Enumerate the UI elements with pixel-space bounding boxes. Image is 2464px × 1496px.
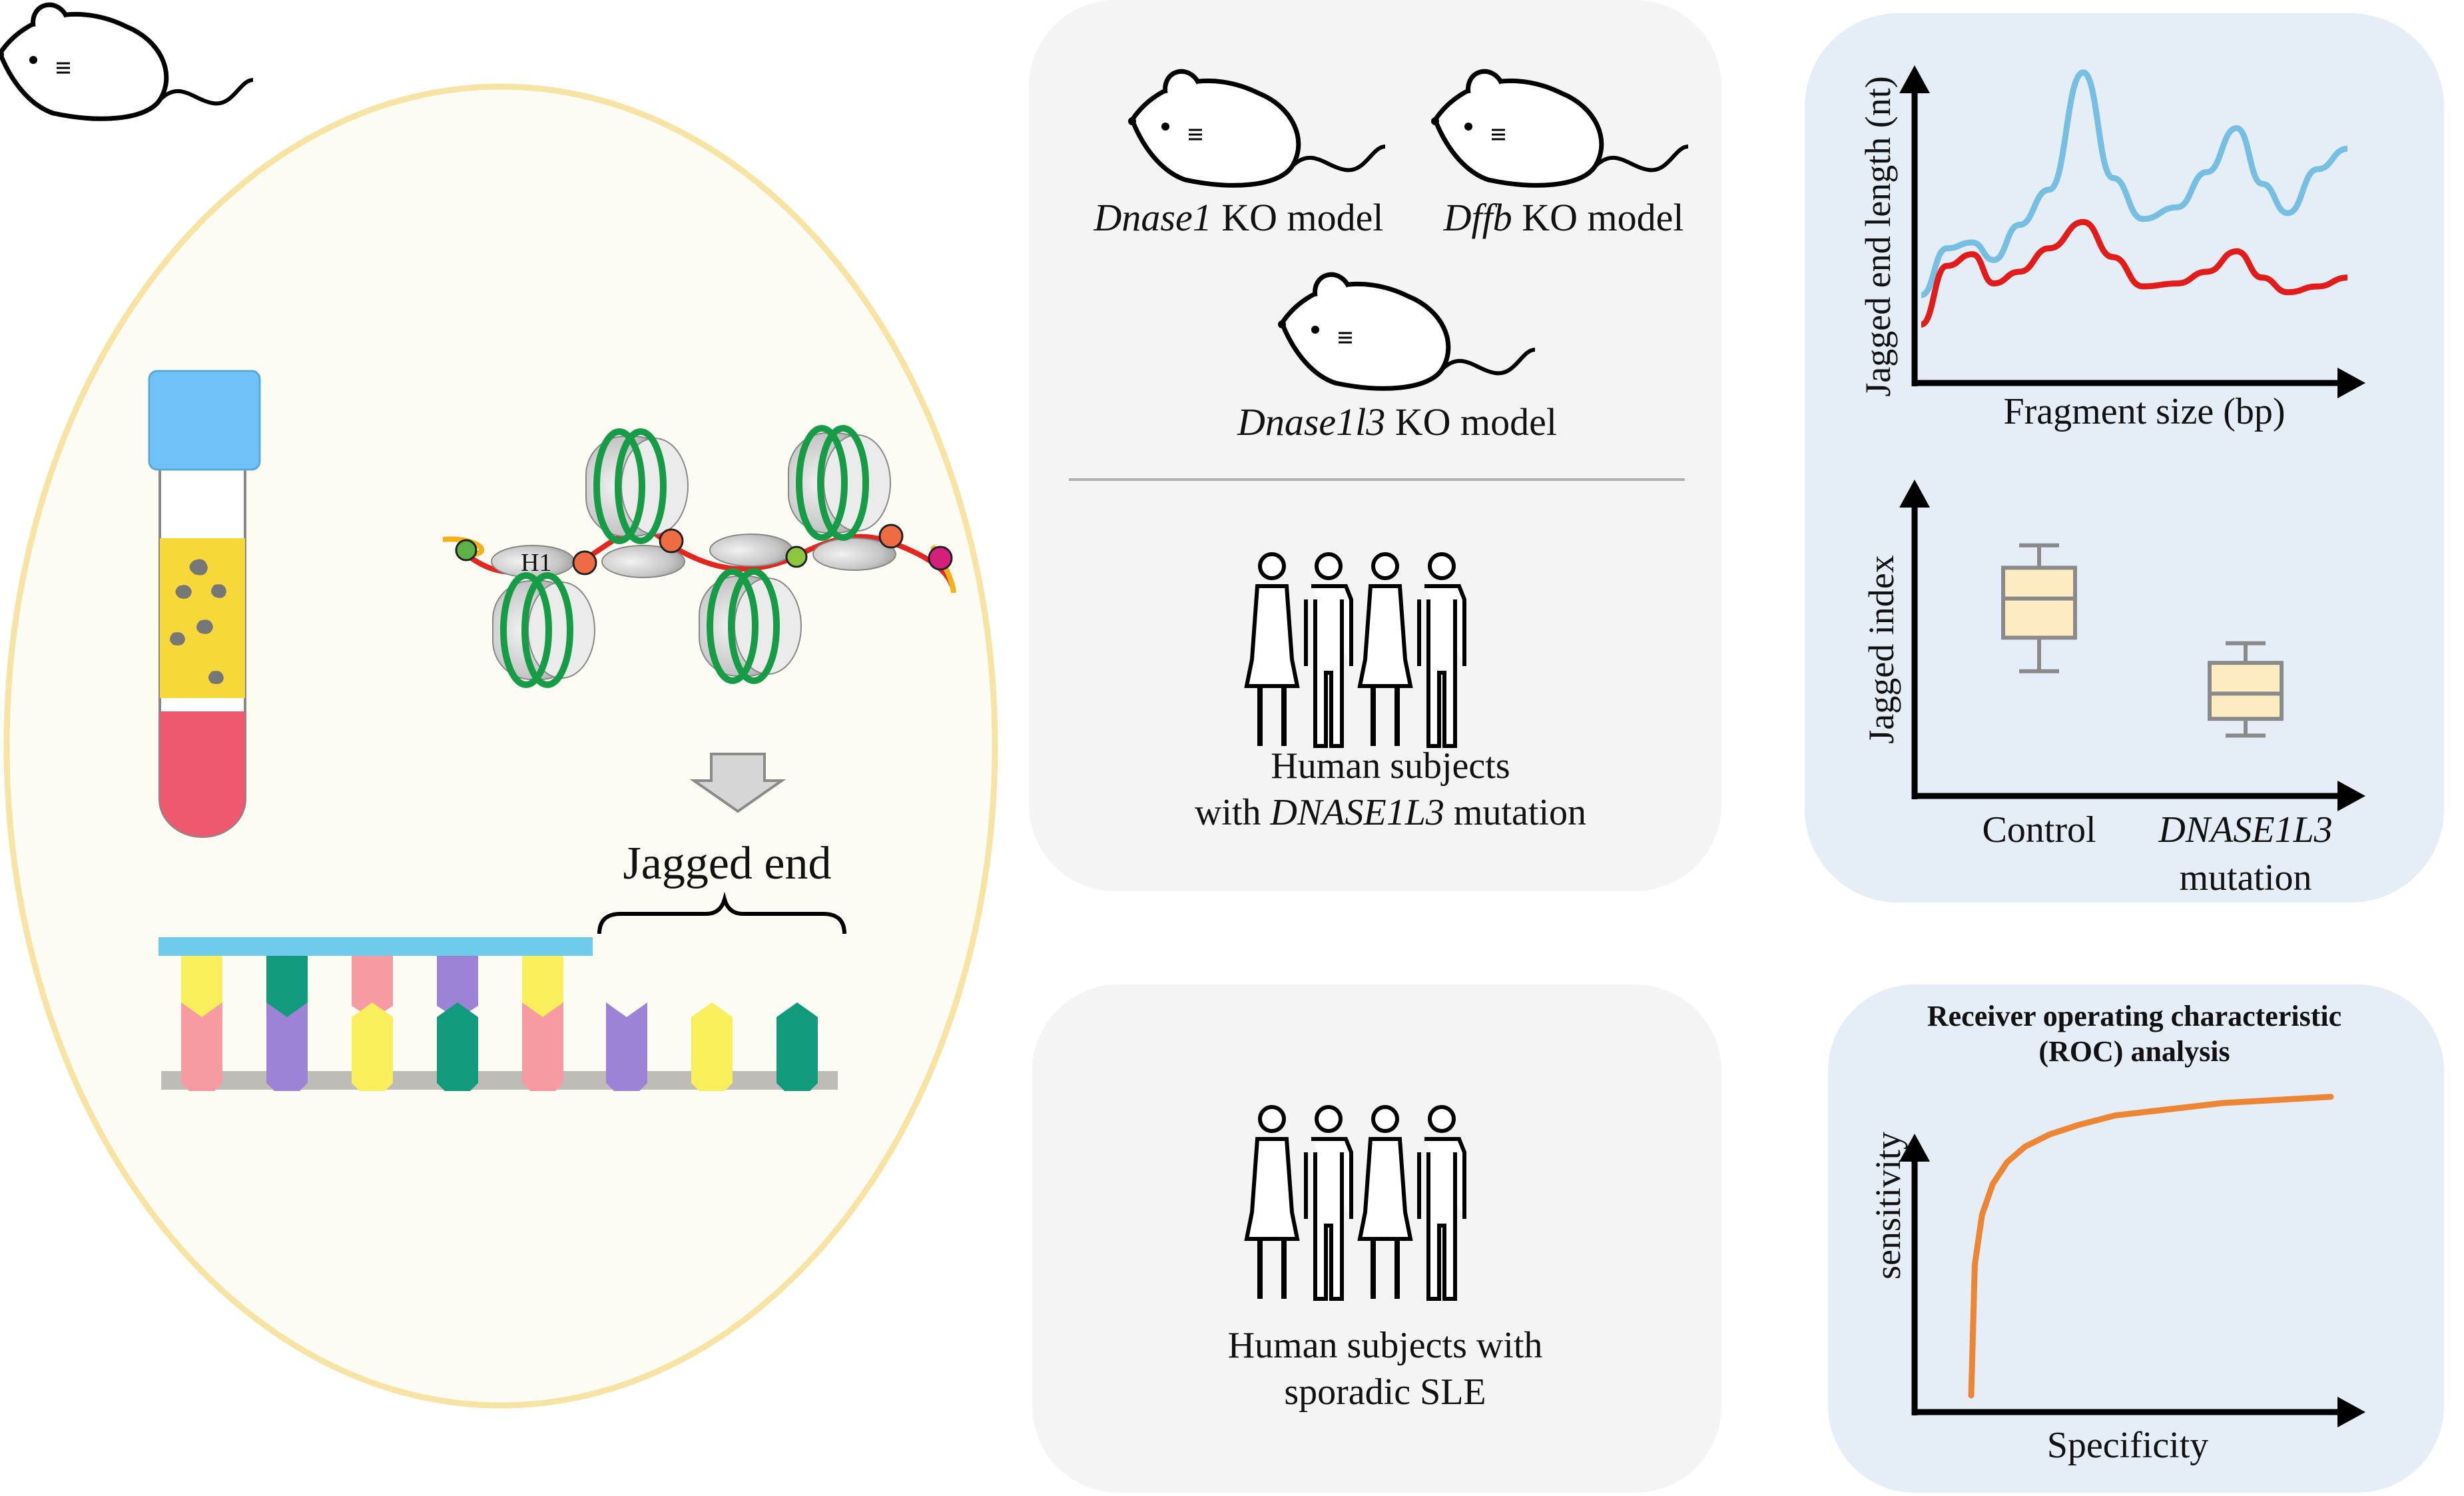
- person-body-icon: [1360, 586, 1410, 686]
- blood-tube-icon: [149, 371, 260, 837]
- person-head-icon: [1317, 554, 1341, 578]
- line-chart-panel: [1805, 13, 2444, 903]
- box-category-control: Control: [1982, 811, 2096, 849]
- mouse-icon: [0, 5, 253, 119]
- box-body: [2210, 663, 2282, 719]
- base-icon: [691, 1002, 733, 1091]
- roc-title: Receiver operating characteristic (ROC) …: [1927, 999, 2341, 1070]
- jagged-end-label: Jagged end: [623, 841, 832, 887]
- person-head-icon: [1317, 1107, 1341, 1131]
- model-label-dnase1l3: Dnase1l3 KO model: [1237, 403, 1557, 442]
- person-head-icon: [1373, 554, 1397, 578]
- model-label-dnase1: Dnase1 KO model: [1094, 198, 1384, 237]
- box-body: [2003, 567, 2075, 637]
- roc-ylabel: sensitivity: [1870, 1132, 1906, 1280]
- base-icon: [437, 1002, 478, 1091]
- human-sle-label: Human subjects with sporadic SLE: [1228, 1322, 1543, 1415]
- person-head-icon: [1260, 1107, 1284, 1131]
- person-head-icon: [1430, 554, 1454, 578]
- person-body-icon: [1247, 1139, 1297, 1239]
- model-label-dffb: Dffb KO model: [1444, 198, 1684, 237]
- nucleosome-icon: [493, 575, 595, 685]
- line-chart-xlabel: Fragment size (bp): [2004, 393, 2286, 430]
- box-category-mutation-gene: DNASE1L3: [2158, 811, 2332, 849]
- roc-xlabel: Specificity: [2047, 1427, 2209, 1464]
- base-icon: [352, 1002, 393, 1091]
- person-body-icon: [1247, 586, 1297, 686]
- sample-ellipse: [7, 87, 995, 1405]
- human-mutation-label: Human subjects with DNASE1L3 mutation: [1195, 743, 1586, 836]
- person-head-icon: [1430, 1107, 1454, 1131]
- box-category-mutation-word: mutation: [2179, 859, 2311, 897]
- base-icon: [776, 1002, 818, 1091]
- person-body-icon: [1360, 1139, 1410, 1239]
- box-chart-ylabel: Jagged index: [1863, 555, 1899, 743]
- person-head-icon: [1260, 554, 1284, 578]
- line-chart-ylabel: Jagged end length (nt): [1860, 76, 1896, 396]
- person-head-icon: [1373, 1107, 1397, 1131]
- nucleosome-label: H1: [521, 550, 551, 575]
